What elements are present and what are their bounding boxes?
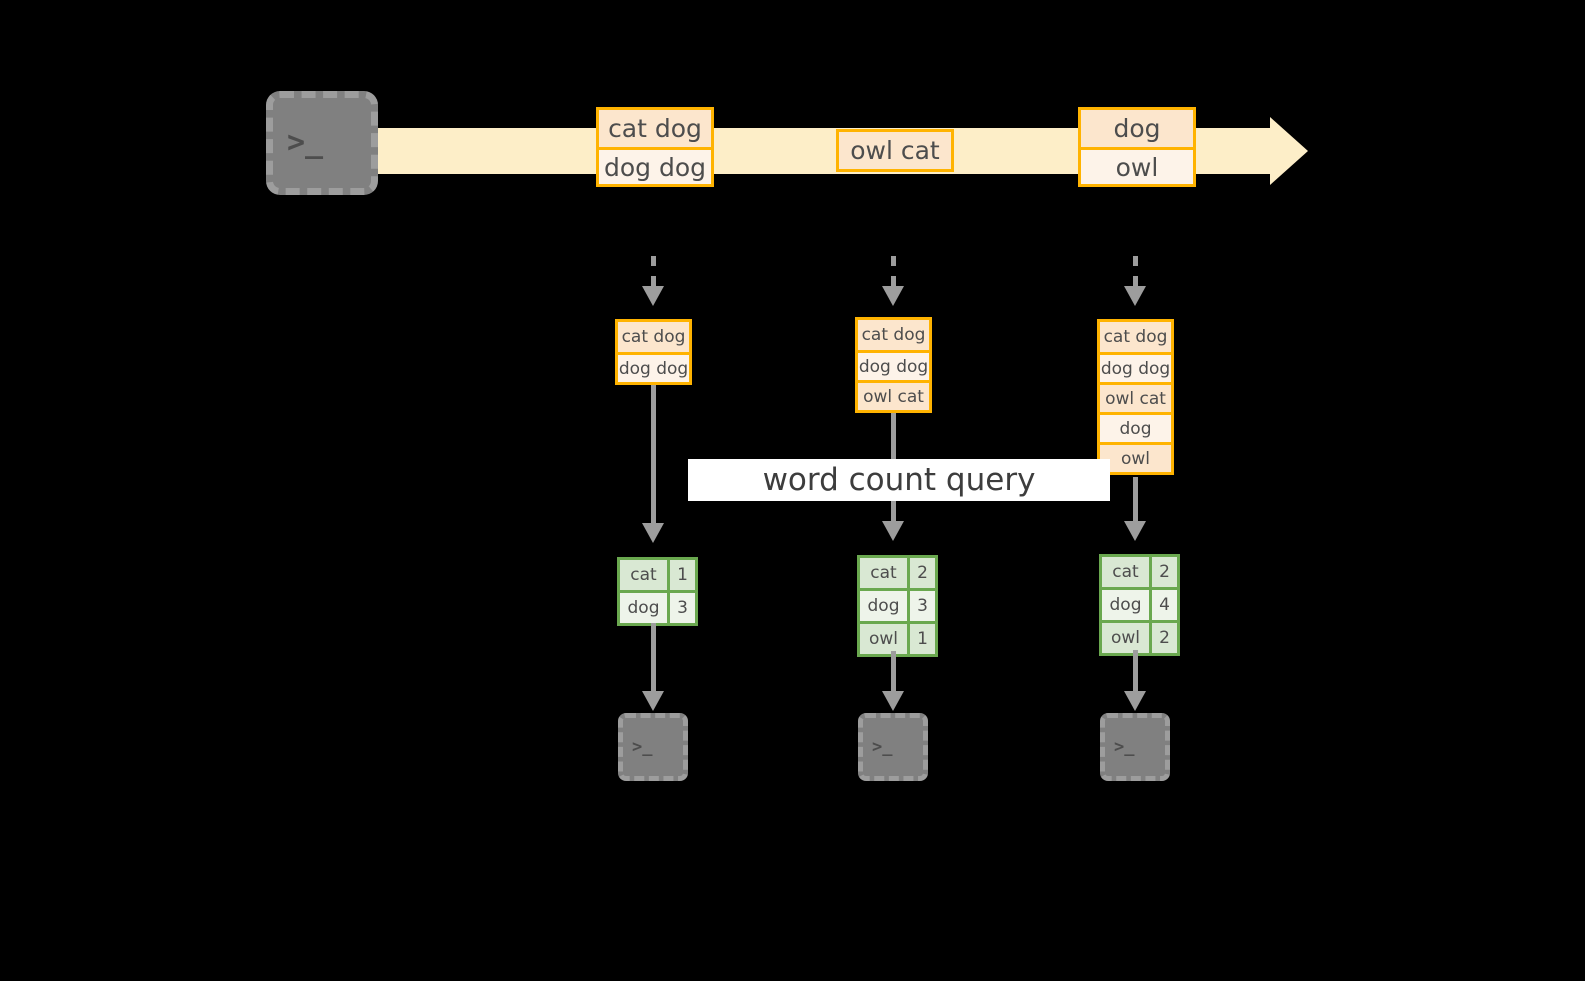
stack-line: dog dog xyxy=(858,350,929,380)
terminal-prompt-glyph: >_ xyxy=(287,125,324,160)
timeline-message-3[interactable]: dog owl xyxy=(1078,107,1196,187)
stage-1-result-table[interactable]: cat 1 dog 3 xyxy=(617,557,698,626)
stack-line: owl cat xyxy=(858,380,929,410)
terminal-prompt-glyph: >_ xyxy=(632,736,653,757)
stage-3-sink-line xyxy=(1133,650,1138,691)
result-count: 2 xyxy=(1149,623,1177,653)
result-count: 1 xyxy=(907,624,935,654)
stage-2-sink-arrowhead xyxy=(882,691,904,711)
result-count: 3 xyxy=(667,593,695,623)
table-row[interactable]: dog 3 xyxy=(620,590,695,623)
table-row[interactable]: dog 4 xyxy=(1102,587,1177,620)
stack-line: cat dog xyxy=(858,320,929,350)
table-row[interactable]: dog 3 xyxy=(860,588,935,621)
stage-3-sink-terminal-icon[interactable]: >_ xyxy=(1100,713,1170,781)
message-line: owl xyxy=(1081,147,1193,184)
stage-2-trigger-line xyxy=(891,256,896,286)
stage-3-query-line xyxy=(1133,477,1138,521)
result-count: 2 xyxy=(907,558,935,588)
stage-2-sink-terminal-icon[interactable]: >_ xyxy=(858,713,928,781)
table-row[interactable]: owl 2 xyxy=(1102,620,1177,653)
message-line: cat dog xyxy=(599,110,711,147)
message-line: dog dog xyxy=(599,147,711,184)
terminal-prompt-glyph: >_ xyxy=(872,736,893,757)
result-word: owl xyxy=(860,624,907,654)
stage-3-result-table[interactable]: cat 2 dog 4 owl 2 xyxy=(1099,554,1180,656)
result-word: cat xyxy=(620,560,667,590)
terminal-prompt-glyph: >_ xyxy=(1114,736,1135,757)
stack-line: dog dog xyxy=(1100,352,1171,382)
stage-2-query-arrowhead xyxy=(882,521,904,541)
timeline-message-1[interactable]: cat dog dog dog xyxy=(596,107,714,187)
table-row[interactable]: cat 2 xyxy=(860,558,935,588)
stage-2-result-table[interactable]: cat 2 dog 3 owl 1 xyxy=(857,555,938,657)
query-label-band: word count query xyxy=(688,459,1110,501)
stage-2-trigger-arrowhead xyxy=(882,286,904,306)
stage-2-sink-line xyxy=(891,651,896,691)
message-line: dog xyxy=(1081,110,1193,147)
stack-line: dog xyxy=(1100,412,1171,442)
stage-3-trigger-line xyxy=(1133,256,1138,286)
source-terminal-icon[interactable]: >_ xyxy=(266,91,378,195)
table-row[interactable]: owl 1 xyxy=(860,621,935,654)
result-word: owl xyxy=(1102,623,1149,653)
stack-line: cat dog xyxy=(618,322,689,352)
stage-2-input-stack[interactable]: cat dog dog dog owl cat xyxy=(855,317,932,413)
timeline-message-2[interactable]: owl cat xyxy=(836,129,954,172)
result-count: 1 xyxy=(667,560,695,590)
stage-1-sink-arrowhead xyxy=(642,691,664,711)
stage-1-query-line xyxy=(651,385,656,523)
stage-1-sink-line xyxy=(651,623,656,691)
table-row[interactable]: cat 2 xyxy=(1102,557,1177,587)
result-word: cat xyxy=(1102,557,1149,587)
result-word: cat xyxy=(860,558,907,588)
result-count: 2 xyxy=(1149,557,1177,587)
stage-1-trigger-arrowhead xyxy=(642,286,664,306)
timeline-arrow-head xyxy=(1270,117,1308,185)
stage-3-sink-arrowhead xyxy=(1124,691,1146,711)
stack-line: owl cat xyxy=(1100,382,1171,412)
result-count: 3 xyxy=(907,591,935,621)
stage-1-sink-terminal-icon[interactable]: >_ xyxy=(618,713,688,781)
stage-3-trigger-arrowhead xyxy=(1124,286,1146,306)
stage-1-query-arrowhead xyxy=(642,523,664,543)
result-word: dog xyxy=(860,591,907,621)
message-line: owl cat xyxy=(839,132,951,169)
stack-line: cat dog xyxy=(1100,322,1171,352)
stage-3-query-arrowhead xyxy=(1124,521,1146,541)
result-word: dog xyxy=(1102,590,1149,620)
stack-line: dog dog xyxy=(618,352,689,382)
stage-1-input-stack[interactable]: cat dog dog dog xyxy=(615,319,692,385)
result-word: dog xyxy=(620,593,667,623)
table-row[interactable]: cat 1 xyxy=(620,560,695,590)
result-count: 4 xyxy=(1149,590,1177,620)
stage-1-trigger-line xyxy=(651,256,656,286)
stage-3-input-stack[interactable]: cat dog dog dog owl cat dog owl xyxy=(1097,319,1174,475)
stack-line: owl xyxy=(1100,442,1171,472)
query-label: word count query xyxy=(762,462,1036,498)
